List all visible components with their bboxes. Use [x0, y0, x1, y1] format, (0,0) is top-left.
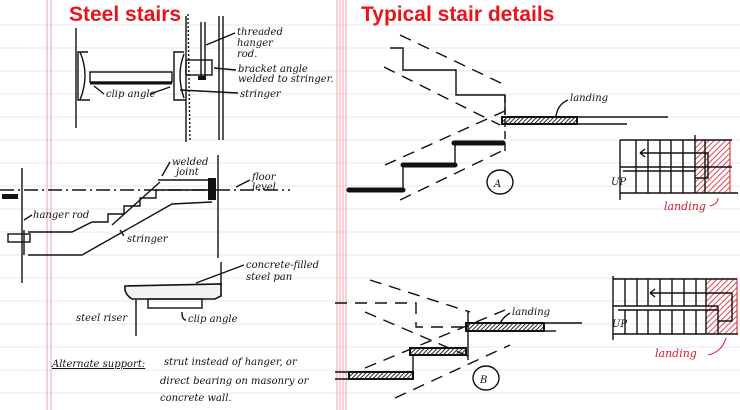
note-line-1: strut instead of hanger, or: [164, 357, 298, 368]
detail-a-section: A landing: [346, 34, 668, 201]
label-level: level: [252, 182, 276, 193]
note-heading: Alternate support:: [51, 359, 145, 370]
label-steel-pan: steel pan: [246, 272, 292, 283]
stringer-section-drawing: [75, 13, 224, 143]
notebook-rules: [0, 24, 740, 394]
label-hanger-rod: hanger rod: [33, 210, 89, 221]
top-labels: threaded hanger rod. bracket angle welde…: [93, 27, 334, 100]
steel-stairs-title: Steel stairs: [69, 3, 181, 26]
note-line-3: concrete wall.: [160, 393, 232, 404]
marker-b: B: [479, 375, 487, 386]
plan-a-up: UP: [611, 177, 626, 188]
plan-b-landing: landing: [655, 347, 697, 360]
label-threaded: threaded: [237, 27, 283, 38]
label-clip-angle-bottom: clip angle: [188, 314, 238, 325]
label-stringer-mid: stringer: [127, 234, 169, 245]
bottom-labels: concrete-filled steel pan steel riser cl…: [76, 260, 319, 325]
margin-lines: [46, 0, 347, 410]
detail-b-section: B landing: [335, 279, 582, 399]
detail-b-plan: UP landing: [612, 276, 738, 360]
label-landing-b: landing: [512, 307, 550, 318]
alternate-support-note: Alternate support: strut instead of hang…: [51, 357, 310, 404]
label-welded-to-stringer: welded to stringer.: [238, 74, 334, 85]
label-landing-a: landing: [570, 93, 608, 104]
label-welded: welded: [172, 157, 208, 168]
label-stringer-top: stringer: [240, 89, 282, 100]
label-joint: joint: [174, 167, 200, 178]
detail-a-plan: UP landing: [611, 135, 738, 213]
label-steel-riser: steel riser: [76, 313, 128, 324]
label-clip-angle-top: clip angle: [106, 89, 156, 100]
label-floor: floor: [251, 172, 277, 183]
marker-a: A: [493, 179, 501, 190]
label-concrete-filled: concrete-filled: [246, 260, 319, 271]
label-bracket-angle: bracket angle: [238, 64, 308, 75]
typical-stair-details-title: Typical stair details: [361, 3, 554, 26]
label-rod: rod.: [237, 49, 257, 60]
plan-b-up: UP: [612, 319, 627, 330]
stair-elevation-drawing: [0, 155, 290, 283]
middle-labels: welded joint floor level hanger rod stri…: [23, 157, 277, 245]
label-hanger: hanger: [237, 38, 274, 49]
note-line-2: direct bearing on masonry or: [160, 376, 310, 387]
plan-a-landing: landing: [664, 200, 706, 213]
